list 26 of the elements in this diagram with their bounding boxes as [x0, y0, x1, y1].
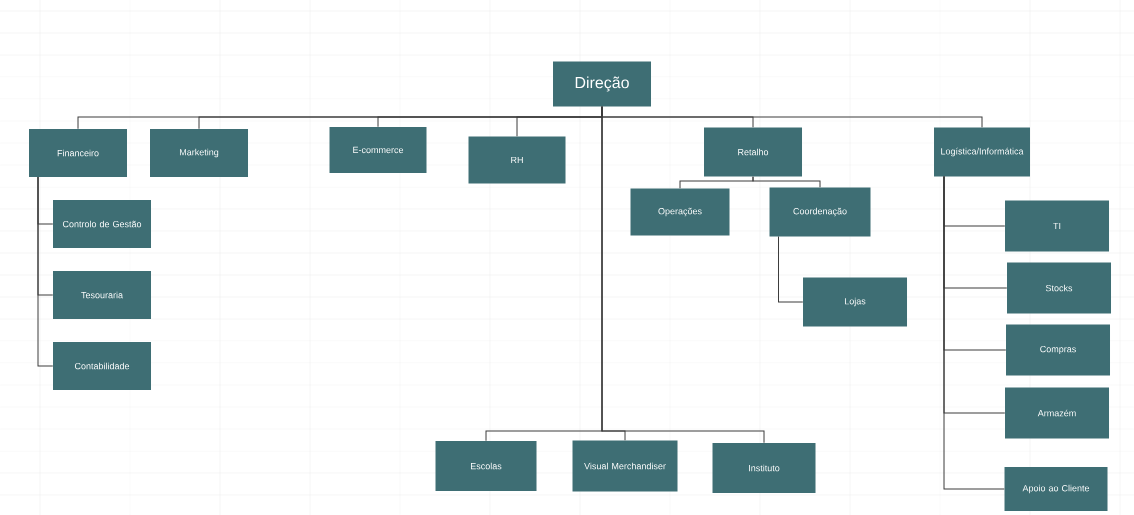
connector-line: [943, 176, 1005, 490]
org-box: Stocks: [1007, 262, 1111, 314]
org-box: Retalho: [704, 127, 802, 177]
org-box: Financeiro: [29, 129, 127, 177]
org-box: Marketing: [150, 129, 248, 177]
org-box: Visual Merchandiser: [572, 440, 678, 492]
org-box: TI: [1005, 200, 1109, 252]
connector-line: [601, 106, 765, 444]
org-box: Controlo de Gestão: [53, 200, 151, 248]
org-box: Instituto: [712, 443, 816, 493]
org-box: Apoio ao Cliente: [1004, 467, 1108, 511]
org-box: Compras: [1006, 324, 1110, 376]
org-box: Escolas: [435, 441, 537, 491]
connector-line: [752, 176, 821, 188]
connector-line: [778, 236, 804, 303]
org-box: Contabilidade: [53, 342, 151, 390]
org-box: Logística/Informática: [934, 127, 1030, 177]
connector-line: [37, 176, 54, 367]
org-box: Direção: [553, 61, 651, 107]
org-box: Lojas: [803, 277, 907, 327]
org-box: E-commerce: [329, 127, 427, 173]
org-box: Coordenação: [769, 187, 871, 237]
org-box: Tesouraria: [53, 271, 151, 319]
org-box: RH: [468, 136, 566, 184]
org-box: Operações: [630, 188, 730, 236]
org-box: Armazém: [1005, 387, 1109, 439]
